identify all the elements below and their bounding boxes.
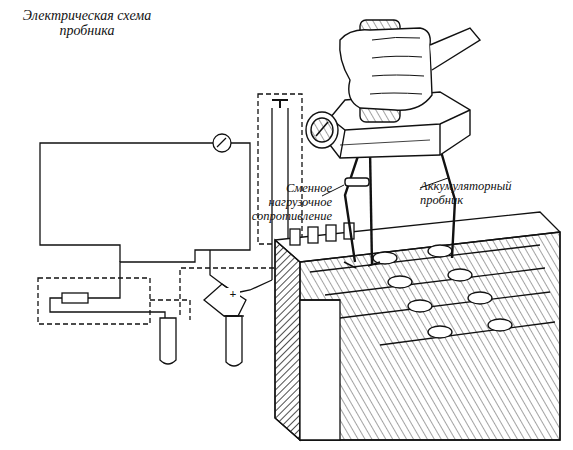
battery-cell-symbol [204, 284, 246, 316]
battery-drawing [275, 212, 560, 440]
resistor-symbol [62, 293, 88, 303]
diagram-title: Электрическая схема пробника [22, 8, 152, 39]
probe-drawing [306, 20, 480, 268]
meter [306, 112, 338, 148]
resistor-housing [38, 278, 150, 324]
load-resistor [345, 178, 369, 186]
schematic [38, 94, 302, 366]
meter-symbol [213, 134, 231, 152]
part-label: Аккумуляторный пробник [420, 180, 530, 208]
probe-tip [160, 318, 176, 364]
polarity-mark: + [226, 288, 240, 301]
part-label: Сменное нагрузочное сопротивление [236, 182, 332, 223]
hand [340, 28, 432, 110]
probe-tip [226, 316, 242, 366]
